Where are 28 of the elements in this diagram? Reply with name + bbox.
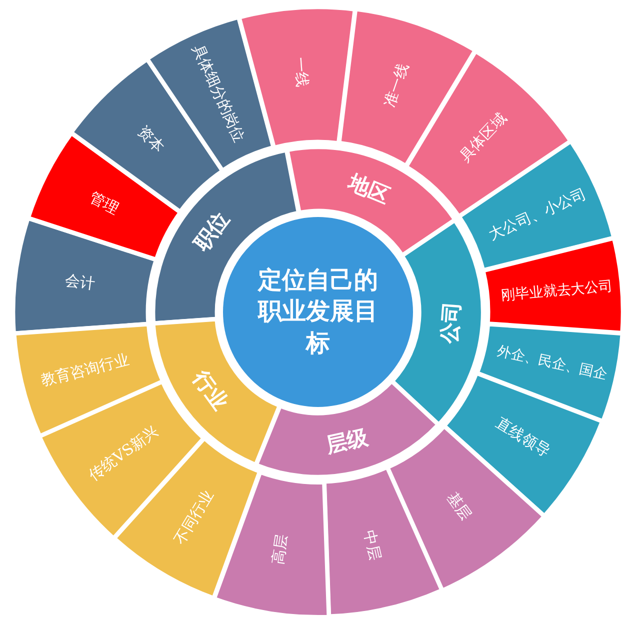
topic-label: 不同行业 <box>172 488 217 548</box>
topic-segment <box>324 467 442 617</box>
category-label: 行业 <box>188 366 232 414</box>
category-segment <box>286 147 455 256</box>
topic-segment <box>13 218 156 334</box>
category-segment <box>256 380 439 477</box>
category-label: 公司 <box>437 300 464 344</box>
category-label: 职位 <box>190 207 234 255</box>
topic-label: 管理 <box>87 188 122 217</box>
topic-label: 一线 <box>292 56 310 88</box>
topic-label: 资本 <box>134 122 168 156</box>
category-label: 层级 <box>324 426 370 458</box>
topic-label: 刚毕业就去大公司 <box>500 278 614 304</box>
topic-segment <box>214 472 329 617</box>
topic-label: 大公司、小公司 <box>486 185 589 243</box>
center-title: 定位自己的职业发展目标 <box>256 265 379 359</box>
topic-label: 中层 <box>360 529 384 562</box>
category-label: 地区 <box>345 170 393 208</box>
topic-label: 准一线 <box>380 60 412 109</box>
topic-label: 会计 <box>64 272 96 292</box>
topic-label: 基层 <box>444 488 475 523</box>
topic-label: 外企、民企、国企 <box>496 344 609 384</box>
topic-label: 高层 <box>270 532 291 565</box>
topic-label: 具体区域 <box>456 110 510 166</box>
topic-label: 具体细分的岗位 <box>189 42 248 145</box>
topic-label: 传统VS新兴 <box>86 422 162 484</box>
topic-label: 直线领导 <box>492 414 553 460</box>
topic-label: 教育咨询行业 <box>39 350 131 389</box>
